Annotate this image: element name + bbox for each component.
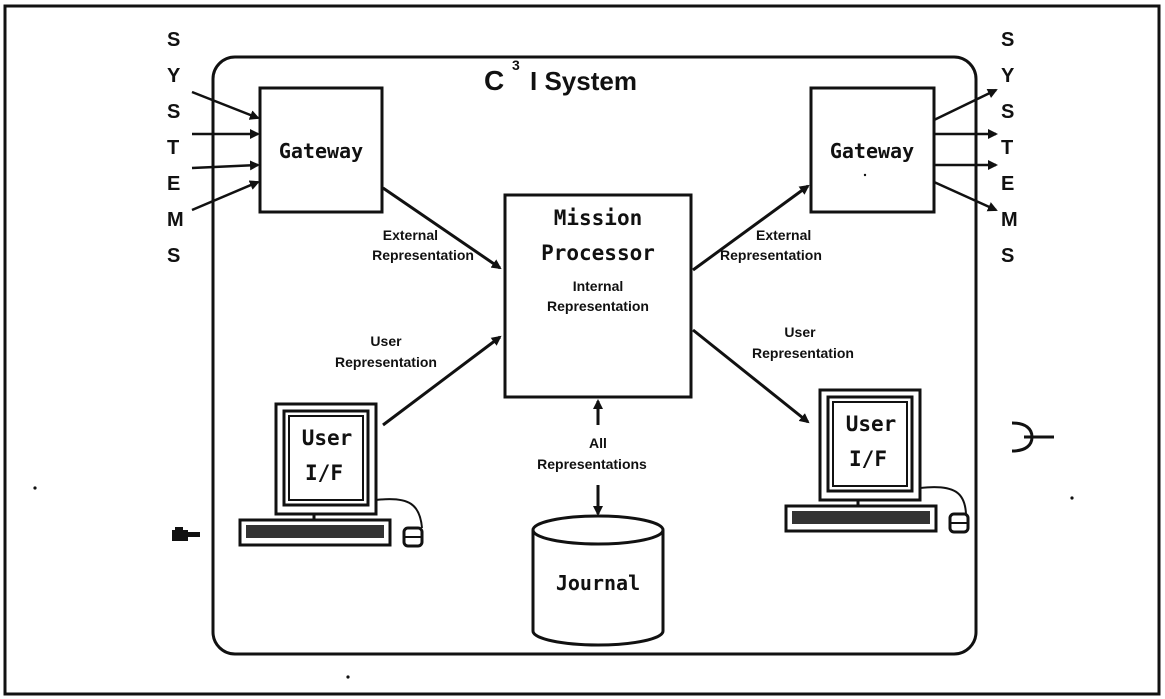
user-terminal-left: User I/F [238, 402, 424, 548]
external-rep-left-line2: Representation [372, 247, 474, 263]
user-rep-right-line2: Representation [752, 345, 854, 361]
journal-label: Journal [556, 571, 640, 595]
terminal-left-line1: User [302, 426, 353, 450]
speck [33, 486, 37, 490]
left-letter: S [167, 101, 180, 123]
processor-to-terminal-arrow [692, 328, 810, 424]
outer-frame [3, 4, 1161, 696]
user-rep-right-line1: User [784, 324, 816, 340]
mission-processor-line1: Mission [554, 206, 643, 230]
pointing-hand-icon [172, 527, 200, 541]
eye-icon [1011, 421, 1054, 453]
left-letter: E [167, 173, 180, 195]
journal-cylinder: Journal [531, 514, 665, 647]
main-arrows [382, 184, 810, 516]
processor-to-gateway-arrow [692, 184, 810, 272]
terminal-to-processor-arrow [382, 335, 502, 427]
output-arrow [933, 88, 998, 122]
all-rep-line2: Representations [537, 456, 647, 472]
user-terminal-right: User I/F [784, 388, 970, 534]
mission-processor-line2: Processor [541, 241, 655, 265]
gateway-left-box [258, 86, 384, 214]
terminal-left-line2: I/F [305, 461, 343, 485]
gateway-left-label: Gateway [279, 139, 363, 163]
left-letter: M [167, 209, 184, 231]
left-letter: Y [167, 65, 181, 87]
user-rep-left-line1: User [370, 333, 402, 349]
right-letter: S [1001, 29, 1014, 51]
external-rep-right-line1: External [756, 227, 811, 243]
right-letter: S [1001, 101, 1014, 123]
input-arrow [191, 160, 260, 171]
right-letter: T [1001, 137, 1013, 159]
gateway-right-box [809, 86, 936, 214]
title-rest: I System [530, 66, 637, 96]
gateway-right-label: Gateway [830, 139, 914, 163]
input-arrow [191, 90, 260, 120]
right-letter: E [1001, 173, 1014, 195]
terminal-right-line2: I/F [849, 447, 887, 471]
title-superscript: 3 [512, 57, 520, 73]
left-letter: S [167, 245, 180, 267]
speck [1070, 496, 1074, 500]
left-systems-letters: S Y S T E M S [167, 29, 184, 267]
terminal-right-line1: User [846, 412, 897, 436]
right-letter: Y [1001, 65, 1015, 87]
title-c: C [484, 65, 504, 96]
output-arrow [933, 180, 998, 212]
left-input-arrows [191, 90, 260, 212]
all-rep-line1: All [589, 435, 607, 451]
right-letter: S [1001, 245, 1014, 267]
mission-processor-box [503, 193, 693, 399]
speck [863, 173, 867, 177]
input-arrow [191, 180, 260, 212]
internal-rep-line1: Internal [573, 278, 624, 294]
right-systems-letters: S Y S T E M S [1001, 29, 1018, 267]
right-letter: M [1001, 209, 1018, 231]
left-letter: T [167, 137, 179, 159]
left-letter: S [167, 29, 180, 51]
right-output-arrows [933, 88, 998, 212]
speck [346, 675, 350, 679]
gateway-to-processor-arrow [382, 186, 502, 270]
external-rep-left-line1: External [383, 227, 438, 243]
internal-rep-line2: Representation [547, 298, 649, 314]
system-boundary [211, 55, 978, 656]
user-rep-left-line2: Representation [335, 354, 437, 370]
external-rep-right-line2: Representation [720, 247, 822, 263]
